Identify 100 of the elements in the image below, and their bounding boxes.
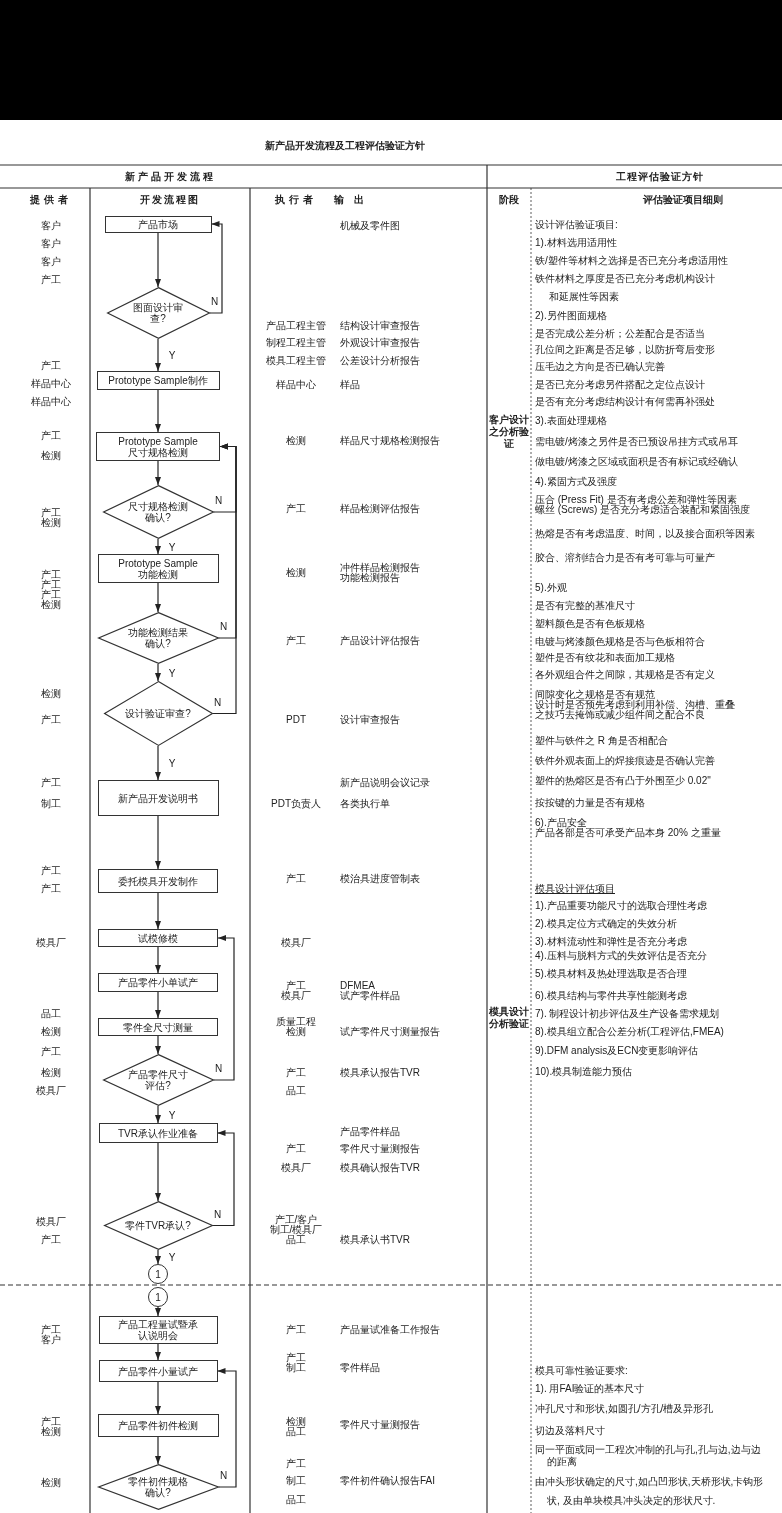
flow-arrow — [155, 815, 161, 870]
decision-text: 尺寸规格检测确认? — [127, 501, 189, 523]
criteria-item: 孔位间之距离是否足够，以防折弯后变形 — [535, 345, 715, 355]
criteria-item: 铁件外观表面上的焊接痕迹是否确认完善 — [535, 756, 715, 766]
provider-role: 产工 — [41, 361, 61, 371]
flow-arrow — [155, 538, 161, 555]
flow-arrow — [155, 892, 161, 930]
executor-role: 样品中心 — [276, 380, 316, 390]
provider-role: 样品中心 — [31, 379, 71, 389]
criteria-item: 5).模具材料及热处理选取是否合理 — [535, 969, 687, 979]
executor-role: 制工 — [286, 1476, 306, 1486]
executor-role: PDT — [286, 715, 306, 725]
provider-role: 检测 — [41, 600, 61, 610]
decision-text: 设计验证审查? — [125, 708, 191, 719]
criteria-item: 做电镀/烤漆之区域或面积是否有标记或经确认 — [535, 457, 738, 467]
decision-diamond — [97, 612, 219, 664]
step-text: Prototype Sample 尺寸规格检测 — [117, 435, 199, 458]
section-header: 工程评估验证方针 — [616, 171, 704, 183]
connector-number: 1 — [155, 1291, 161, 1303]
criteria-item: 2).另件图面规格 — [535, 311, 607, 321]
provider-role: 模具厂 — [36, 1217, 66, 1227]
decision-text: 零件初件规格确认? — [127, 1476, 189, 1498]
executor-role: 制工/模具厂 — [269, 1225, 323, 1235]
flow-arrow — [208, 221, 223, 314]
process-box — [96, 371, 220, 390]
provider-role: 产工 — [41, 508, 61, 518]
decision-diamond — [103, 1201, 213, 1250]
provider-role: 产工 — [41, 866, 61, 876]
provider-role: 客户 — [41, 221, 61, 231]
output-document: 新产品说明会议记录 — [340, 778, 430, 788]
executor-role: 品工 — [286, 1235, 306, 1245]
flow-arrow — [155, 1035, 161, 1055]
criteria-item: 4).压料与脱料方式的失效评估是否充分 — [535, 951, 707, 961]
provider-role: 模具厂 — [36, 938, 66, 948]
flow-arrow — [155, 1105, 161, 1124]
process-box — [98, 929, 218, 947]
flow-arrow — [155, 946, 161, 974]
column-header: 阶段 — [499, 194, 519, 206]
decision-text: 图面设计审查? — [132, 302, 184, 324]
output-document: 功能检测报告 — [340, 573, 400, 583]
executor-role: 产工 — [286, 1068, 306, 1078]
criteria-item: 10).模具制造能力预估 — [535, 1067, 633, 1077]
executor-role: 产工 — [286, 1353, 306, 1363]
column-header: 开发流程图 — [140, 194, 200, 206]
flow-arrow — [155, 663, 161, 682]
column-header: 评估验证项目细则 — [643, 194, 723, 206]
provider-role: 产工 — [41, 431, 61, 441]
process-box — [96, 432, 220, 461]
provider-role: 检测 — [41, 1068, 61, 1078]
decision-text: 产品零件尺寸评估? — [127, 1069, 189, 1091]
edge-label: N — [209, 295, 220, 307]
criteria-item: 9).DFM analysis及ECN变更影响评估 — [535, 1046, 699, 1056]
provider-role: 制工 — [41, 799, 61, 809]
column-header: 执行者 — [275, 194, 317, 206]
criteria-item: 1).材料选用适用性 — [535, 238, 617, 248]
criteria-item: 间隙变化之规格是否有规范 — [535, 690, 655, 700]
criteria-item: 8).模具组立配合公差分析(工程评估,FMEA) — [535, 1027, 724, 1037]
executor-role: 检测 — [286, 1417, 306, 1427]
process-box — [98, 1018, 218, 1036]
step-text: 试模修模 — [138, 932, 178, 944]
provider-role: 检测 — [41, 689, 61, 699]
output-document: 模治具进度管制表 — [340, 874, 420, 884]
criteria-item: 压毛边之方向是否已确认完善 — [535, 362, 665, 372]
provider-role: 产工 — [41, 580, 61, 590]
provider-role: 产工 — [41, 1235, 61, 1245]
diagram-title: 新产品开发流程及工程评估验证方针 — [265, 140, 425, 152]
edge-label: Y — [167, 667, 177, 678]
flow-arrow — [212, 935, 235, 1081]
criteria-item: 胶合、溶剂结合力是否有考可靠与可量产 — [535, 553, 715, 563]
step-text: 产品零件初件检测 — [118, 1420, 198, 1431]
provider-role: 检测 — [41, 1027, 61, 1037]
process-box — [104, 215, 212, 233]
flow-arrow — [155, 338, 161, 372]
provider-role: 客户 — [41, 257, 61, 267]
output-document: 样品检测评估报告 — [340, 504, 420, 514]
flow-arrow — [155, 231, 161, 288]
provider-role: 产工 — [41, 778, 61, 788]
criteria-item: 设计时是否预先考虑到利用补偿、沟槽、重叠之技巧去掩饰或减少组件间之配合不良 — [535, 700, 736, 720]
edge-label: N — [212, 1208, 223, 1219]
output-document: 样品尺寸规格检测报告 — [340, 436, 440, 446]
criteria-item: 6).产品安全 — [535, 818, 587, 828]
executor-role: 产品工程主管 — [266, 321, 326, 331]
step-text: 产品工程量试暨承认说明会 — [117, 1319, 199, 1341]
connector-circle — [148, 1287, 168, 1307]
criteria-item: 螺丝 (Screws) 是否充分考虑适合装配和紧固强度 — [535, 505, 750, 515]
criteria-item: 6).模具结构与零件共享性能测考虑 — [535, 991, 687, 1001]
executor-role: 产工 — [286, 1459, 306, 1469]
flow-arrow — [155, 582, 161, 613]
output-document: 零件初件确认报告FAI — [340, 1476, 435, 1486]
connector-number: 1 — [155, 1268, 161, 1280]
executor-role: 模具厂 — [281, 1163, 311, 1173]
decision-text: 功能检测结果确认? — [127, 627, 189, 649]
criteria-item: 3).材料流动性和弹性是否充分考虑 — [535, 937, 687, 947]
output-document: 机械及零件图 — [340, 221, 400, 231]
criteria-item: 5).外观 — [535, 583, 567, 593]
output-document: 产品量试准备工作报告 — [340, 1325, 440, 1335]
output-document: 试产零件样品 — [340, 991, 400, 1001]
provider-role: 检测 — [41, 1427, 61, 1437]
executor-role: 质量工程 — [276, 1017, 316, 1027]
criteria-item: 同一平面或同一工程次冲制的孔与孔,孔与边,边与边的距离 — [535, 1444, 762, 1468]
